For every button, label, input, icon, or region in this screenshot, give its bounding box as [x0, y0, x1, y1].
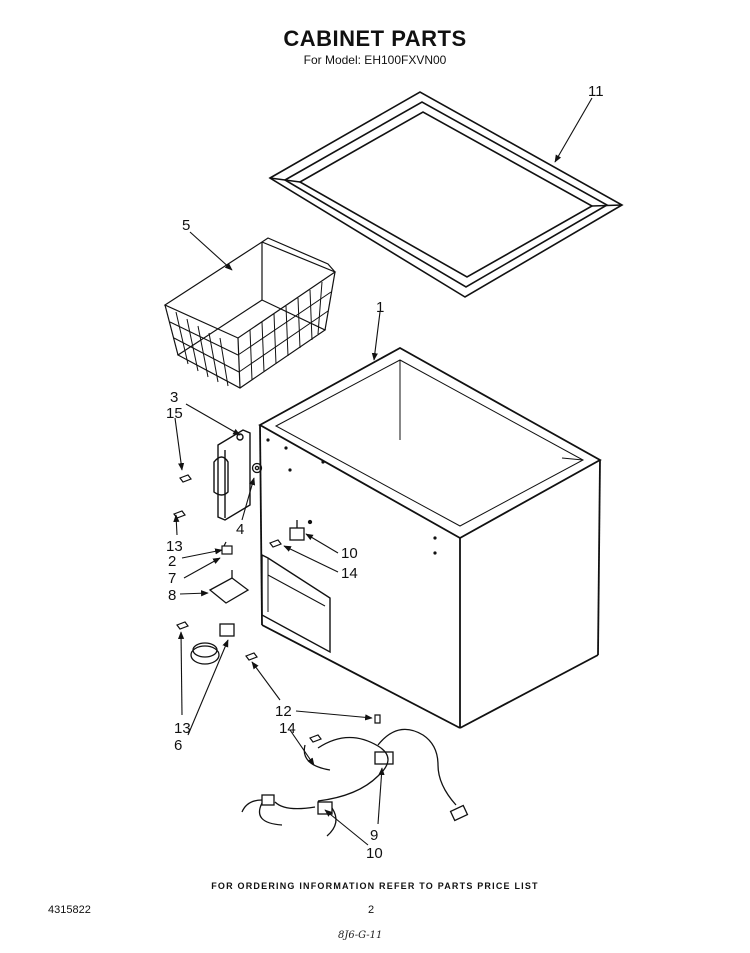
callout-10-upper: 10: [341, 545, 358, 562]
callout-9: 9: [370, 827, 378, 844]
callout-6: 6: [174, 737, 182, 754]
callout-4: 4: [236, 521, 244, 538]
callout-13-upper: 13: [166, 538, 183, 555]
page-title: CABINET PARTS: [283, 26, 467, 51]
callout-11: 11: [588, 83, 604, 100]
ordering-info-note: FOR ORDERING INFORMATION REFER TO PARTS …: [211, 881, 539, 891]
nut: [251, 462, 263, 474]
callout-14-upper: 14: [341, 565, 358, 582]
model-subtitle: For Model: EH100FXVN00: [303, 53, 447, 67]
hinge-bracket: [213, 429, 251, 521]
leader-lines: [173, 97, 593, 846]
callout-3: 3: [170, 389, 178, 406]
mounting-plate: [208, 570, 250, 604]
page-number: 2: [368, 904, 375, 916]
callout-15: 15: [166, 405, 183, 422]
handwritten-note: 8J6-G-11: [338, 930, 383, 941]
callout-8: 8: [168, 587, 176, 604]
thermostat: [289, 519, 313, 541]
callout-5: 5: [182, 217, 190, 234]
callout-12: 12: [275, 703, 292, 720]
cabinet-box: [258, 346, 602, 729]
coil-component: [190, 623, 235, 665]
clips: [221, 541, 233, 555]
wire-basket: [163, 237, 337, 389]
callout-labels: 11 5 1 3 15 4 13 2 7 8 10 14 13 6 12 14 …: [166, 83, 604, 862]
screws: [173, 474, 381, 743]
lid-gasket: [268, 91, 624, 298]
callout-10-lower: 10: [366, 845, 383, 862]
callout-1: 1: [376, 299, 384, 316]
callout-7: 7: [168, 570, 176, 587]
callout-13-lower: 13: [174, 720, 191, 737]
callout-2: 2: [168, 553, 176, 570]
document-number: 4315822: [48, 904, 91, 916]
wiring-harness: [241, 728, 469, 837]
callout-14-lower: 14: [279, 720, 296, 737]
